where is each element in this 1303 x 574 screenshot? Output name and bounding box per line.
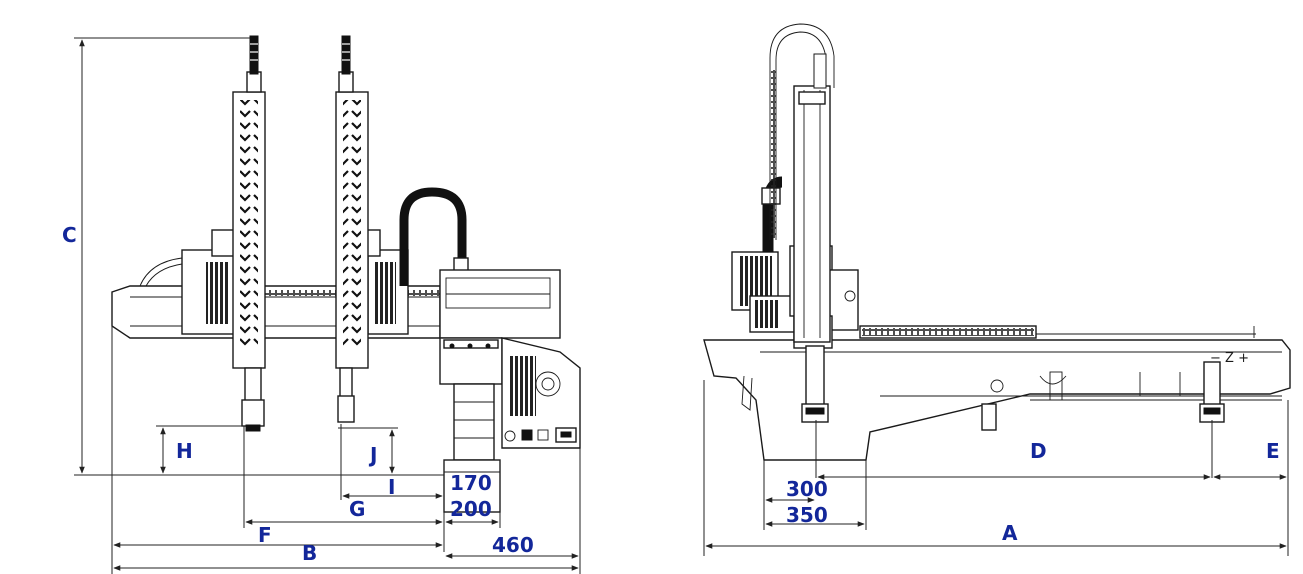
side-tool-head-left	[741, 345, 829, 423]
dim-label-h: H	[176, 439, 193, 463]
front-vertical-arm-1	[232, 35, 266, 432]
dim-value-200: 200	[450, 497, 492, 521]
dim-label-d: D	[1030, 439, 1047, 463]
front-carriage-1	[181, 229, 235, 335]
dim-label-a: A	[1002, 521, 1018, 545]
front-vertical-arm-2	[335, 35, 369, 423]
side-tool-head-right	[1199, 361, 1225, 423]
dim-value-300: 300	[786, 477, 828, 501]
side-base	[703, 339, 1291, 461]
dim-value-350: 350	[786, 503, 828, 527]
side-view: − Z +	[703, 23, 1291, 556]
dim-value-460: 460	[492, 533, 534, 557]
front-control-cabinet	[439, 269, 581, 449]
dim-label-e: E	[1266, 439, 1280, 463]
side-dimension-lines	[703, 380, 1289, 556]
side-junction-box	[981, 403, 997, 431]
side-vertical-mast	[769, 23, 835, 343]
front-dimension-lines	[74, 37, 581, 574]
front-lower-column	[443, 383, 501, 513]
dim-label-i: I	[388, 475, 395, 499]
dim-label-j: J	[368, 443, 377, 467]
dim-label-c: C	[62, 223, 77, 247]
front-view: C H J I G F B 170 200 460	[62, 35, 581, 574]
side-cable-track	[859, 325, 1256, 339]
dim-label-g: G	[349, 497, 365, 521]
dim-label-f: F	[258, 523, 272, 547]
dim-value-170: 170	[450, 471, 492, 495]
dim-label-b: B	[302, 541, 317, 565]
